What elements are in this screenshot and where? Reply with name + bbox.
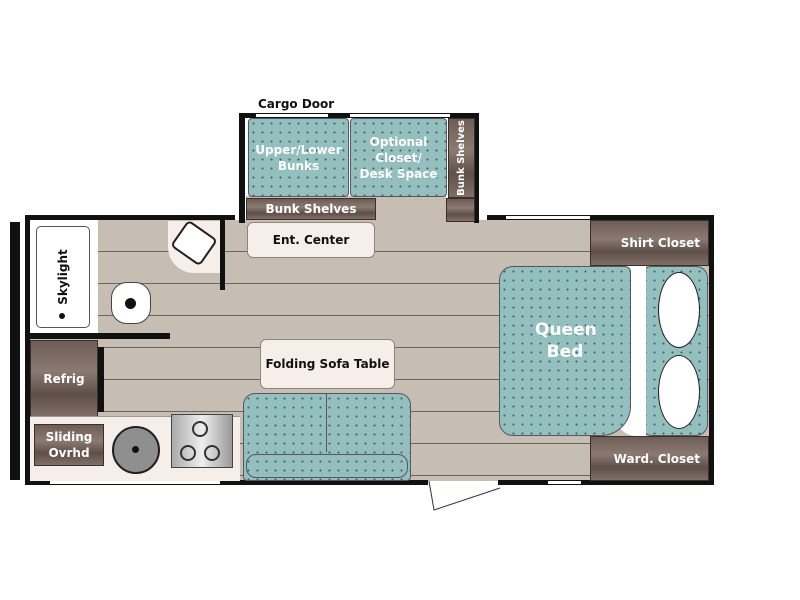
sliding-overhead: Sliding Ovrhd [34,424,104,466]
queen-bed[interactable]: Queen Bed [499,266,631,436]
stove-icon [171,414,233,468]
bunk-shelves: Bunk Shelves [246,198,376,220]
skylight-tub: Skylight [36,226,90,328]
skylight-dot [59,313,65,319]
optional-closet-desk: Optional Closet/ Desk Space [350,118,447,197]
burner [192,421,208,437]
burner [204,445,220,461]
entry-door[interactable] [424,478,504,513]
sofa[interactable] [243,393,411,481]
bath-wall [30,333,170,339]
slide-window [350,114,450,117]
bunk-shelves-side: Bunk Shelves [448,118,475,198]
cargo-door[interactable] [256,114,328,117]
window-bottom-left [50,481,220,484]
refrigerator: Refrig [30,340,98,418]
wall-slide-left [239,113,245,223]
wall-slide-right [474,113,479,223]
slide-cabinet [446,198,475,222]
sofa-seam [326,394,327,452]
wall-left [25,215,30,485]
wall-bottom-left [25,480,428,485]
ward-closet[interactable]: Ward. Closet [590,436,709,481]
shirt-closet[interactable]: Shirt Closet [590,220,709,266]
burner [180,445,196,461]
toilet-bowl [125,298,136,309]
window-top [506,216,590,219]
hitch-bar [10,222,20,480]
ent-center: Ent. Center [247,222,375,258]
refrig-door [98,347,104,412]
wall-bottom-right [498,480,714,485]
wall-top-right [487,215,714,220]
pillow [658,272,700,348]
cargo-door-label: Cargo Door [258,97,335,111]
wall-right [709,215,714,485]
wall-top-left [25,215,235,220]
window-bottom-right [548,481,581,484]
sofa-cushion-line [246,454,408,478]
pillow [658,355,700,429]
bath-wall-vertical [220,220,225,290]
folding-sofa-table[interactable]: Folding Sofa Table [260,339,395,389]
upper-lower-bunks: Upper/Lower Bunks [248,118,349,197]
faucet [132,446,139,453]
